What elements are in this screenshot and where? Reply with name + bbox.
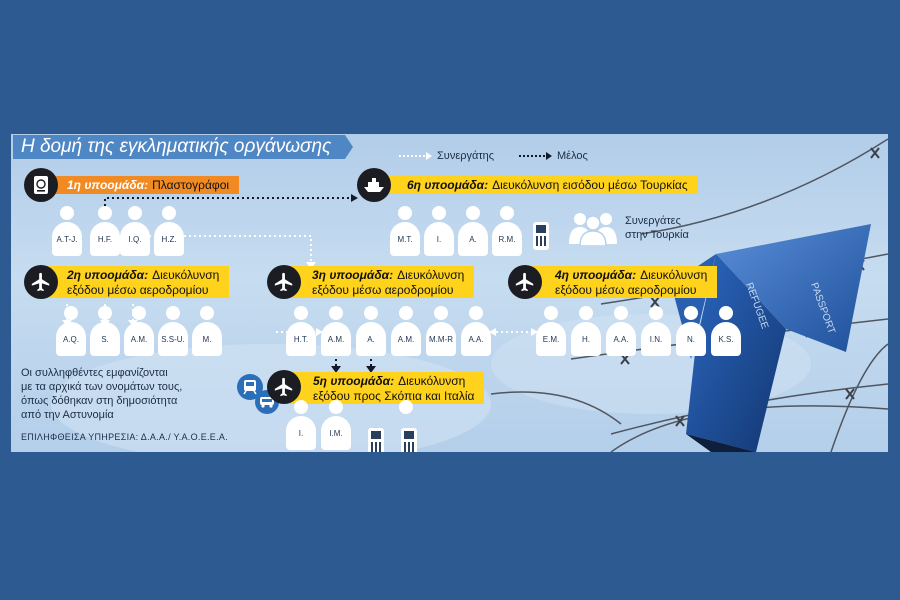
turkey-cooperators-label: Συνεργάτες στην Τουρκία	[625, 215, 689, 241]
airplane-icon	[267, 370, 301, 404]
member-g6-2: I.	[421, 206, 457, 258]
subgroup-desc: Πλαστογράφοι	[152, 177, 230, 192]
member-g2-2: S.	[87, 306, 123, 358]
member-g1-4: H.Z.	[151, 206, 187, 258]
subgroup-name: 3η υποομάδα:	[312, 268, 394, 282]
airplane-icon	[24, 265, 58, 299]
subgroup-desc: Διευκόλυνση εξόδου μέσω αεροδρομίου	[312, 268, 465, 297]
member-g6-4: R.M.	[489, 206, 525, 258]
subgroup-name: 6η υποομάδα:	[407, 177, 489, 192]
legend-cooperator-label: Συνεργάτης	[437, 150, 495, 162]
member-g6-3: A.	[455, 206, 491, 258]
subgroup-5-label: 5η υποομάδα:Διευκόλυνση εξόδου προς Σκόπ…	[287, 372, 485, 404]
member-g2-5: M.	[189, 306, 225, 358]
member-g1-2: H.F.	[87, 206, 123, 258]
legend-member: Μέλος	[519, 150, 588, 162]
dotted-arrow-icon	[399, 152, 432, 161]
member-g1-3: I.Q.	[117, 206, 153, 258]
member-g3-1: H.T.	[283, 306, 319, 358]
subgroup-1-label: 1η υποομάδα: Πλαστογράφοι	[41, 176, 240, 194]
initials-note: Οι συλληφθέντες εμφανίζονται με τα αρχικ…	[21, 367, 183, 421]
member-g4-4: I.N.	[638, 306, 674, 358]
member-g5-1: I.	[283, 400, 319, 452]
airplane-icon	[508, 265, 542, 299]
member-g1-1: A.T-J.	[49, 206, 85, 258]
member-g6-1: M.T.	[387, 206, 423, 258]
subgroup-2-label: 2η υποομάδα:Διευκόλυνση εξόδου μέσω αερο…	[41, 266, 230, 298]
member-g4-6: K.S.	[708, 306, 744, 358]
member-g2-3: A.M.	[121, 306, 157, 358]
member-g3-5: M.M-R	[423, 306, 459, 358]
member-arrowheads	[331, 194, 376, 373]
subgroup-name: 1η υποομάδα:	[67, 177, 149, 192]
subgroup-name: 4η υποομάδα:	[555, 268, 637, 282]
member-g4-1: E.M.	[533, 306, 569, 358]
member-g3-4: A.M.	[388, 306, 424, 358]
mobile-phone-icon	[533, 222, 549, 250]
member-g2-4: S.S-U.	[155, 306, 191, 358]
mobile-phone-icon	[368, 428, 384, 452]
cooperators-group-icon	[567, 210, 619, 247]
subgroup-desc: Διευκόλυνση εξόδου προς Σκόπια και Ιταλί…	[313, 374, 475, 403]
member-g3-2: A.M.	[318, 306, 354, 358]
member-g5-3	[395, 400, 415, 426]
infographic-panel: REFUGEE PASSPORT	[11, 134, 888, 452]
passport-icon	[24, 168, 58, 202]
subgroup-name: 5η υποομάδα:	[313, 374, 395, 388]
member-g4-3: A.A.	[603, 306, 639, 358]
member-g5-2: I.M.	[318, 400, 354, 452]
legend-cooperator: Συνεργάτης	[399, 150, 494, 162]
member-g3-6: A.A.	[458, 306, 494, 358]
page-title: Η δομή της εγκληματικής οργάνωσης	[13, 135, 354, 159]
source-credit: ΕΠΙΛΗΦΘΕΙΣΑ ΥΠΗΡΕΣΙΑ: Δ.Α.Α./ Υ.Α.Ο.Ε.Ε.…	[21, 432, 229, 442]
subgroup-desc: Διευκόλυνση εξόδου μέσω αεροδρομίου	[67, 268, 220, 297]
subgroup-6-label: 6η υποομάδα: Διευκόλυνση εισόδου μέσω Το…	[381, 176, 698, 194]
member-g3-3: A.	[353, 306, 389, 358]
mobile-phone-icon	[401, 428, 417, 452]
subgroup-3-label: 3η υποομάδα:Διευκόλυνση εξόδου μέσω αερο…	[286, 266, 475, 298]
subgroup-desc: Διευκόλυνση εισόδου μέσω Τουρκίας	[492, 177, 688, 192]
subgroup-name: 2η υποομάδα:	[67, 268, 149, 282]
legend-member-label: Μέλος	[557, 150, 588, 162]
member-g4-5: N.	[673, 306, 709, 358]
member-g2-1: A.Q.	[53, 306, 89, 358]
ship-icon	[357, 168, 391, 202]
dotted-arrow-icon	[519, 152, 552, 161]
subgroup-desc: Διευκόλυνση εξόδου μέσω αεροδρομίου	[555, 268, 708, 297]
subgroup-4-label: 4η υποομάδα:Διευκόλυνση εξόδου μέσω αερο…	[529, 266, 718, 298]
airplane-icon	[267, 265, 301, 299]
member-g4-2: H.	[568, 306, 604, 358]
